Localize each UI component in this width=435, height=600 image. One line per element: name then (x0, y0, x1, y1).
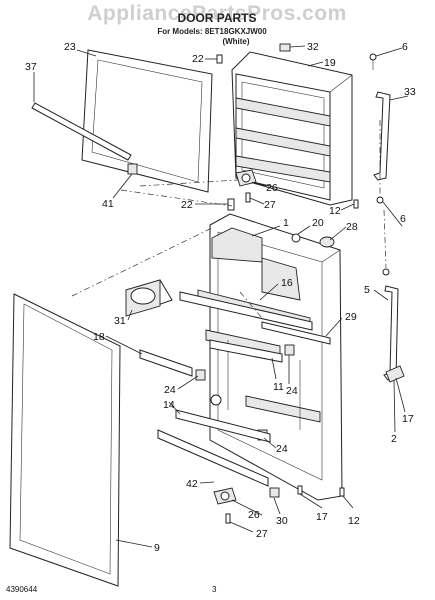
callout-19: 19 (324, 57, 336, 69)
hinge-screw-22-top (216, 54, 223, 64)
callout-9: 9 (154, 542, 160, 554)
hinge-cam-26-bottom (213, 487, 237, 505)
callout-20: 20 (312, 217, 324, 229)
clip-24-b (284, 344, 295, 356)
callout-26-bottom: 26 (248, 509, 260, 521)
callout-27-top: 27 (264, 199, 276, 211)
callout-6-mid: 6 (400, 213, 406, 225)
cap-30 (269, 487, 280, 498)
callout-1: 1 (283, 217, 289, 229)
callout-12-bottom: 12 (348, 515, 360, 527)
page-title: DOOR PARTS (177, 11, 256, 25)
document-number: 4390644 (6, 585, 38, 594)
callout-22-mid: 22 (181, 199, 193, 211)
screw-12-top (353, 199, 359, 209)
callout-42: 42 (186, 478, 198, 490)
callout-41: 41 (102, 198, 114, 210)
shelf-bar-11 (209, 339, 283, 363)
screw-17-bottom (297, 485, 303, 495)
watermark: AppliancePartsPros.com (87, 2, 347, 25)
callout-24-left: 24 (164, 384, 176, 396)
assembly-lines (71, 120, 387, 319)
shelf-bar-16 (179, 291, 313, 331)
callout-14: 14 (163, 399, 175, 411)
shelf-bar-42 (157, 429, 269, 487)
callout-labels: 23 22 32 6 37 19 33 26 41 22 27 12 6 1 2… (25, 41, 416, 554)
callout-17-right: 17 (402, 413, 414, 425)
callout-2: 2 (391, 433, 397, 445)
screw-6-top (369, 53, 377, 70)
model-line: For Models: 8ET18GKXJW00 (157, 27, 267, 36)
callout-31: 31 (114, 315, 126, 327)
screw-27-top (245, 192, 251, 203)
callout-17-bottom: 17 (316, 511, 328, 523)
callout-37: 37 (25, 61, 37, 73)
handle-bracket-2 (385, 365, 405, 383)
freezer-door-liner (231, 51, 353, 206)
callout-11: 11 (273, 381, 284, 393)
color-line: (White) (222, 37, 249, 46)
door-handle-33 (373, 91, 391, 181)
callout-24-bottom: 24 (276, 443, 288, 455)
screw-27-bottom (225, 513, 231, 524)
leader-lines (33, 45, 409, 548)
door-handle-5 (383, 285, 399, 381)
page-number: 3 (212, 585, 217, 594)
shelf-bar-14 (175, 409, 271, 443)
freezer-trim-strip (31, 102, 138, 175)
hinge-cam-26-top (235, 169, 257, 187)
callout-23: 23 (64, 41, 76, 53)
screw-6-lower (382, 268, 390, 276)
fresh-food-door-gasket (9, 293, 121, 587)
shelf-bar-18 (139, 349, 193, 377)
callout-26-top: 26 (266, 182, 278, 194)
clip-24-a (195, 369, 206, 381)
callout-24-right: 24 (286, 385, 298, 397)
callout-16: 16 (281, 277, 293, 289)
callout-5: 5 (364, 284, 370, 296)
dairy-door-31 (125, 279, 173, 317)
screw-12-bottom (339, 487, 345, 497)
screw-22-mid (227, 198, 235, 211)
callout-30: 30 (276, 515, 288, 527)
freezer-door-gasket (81, 49, 213, 193)
hinge-bushing-32 (279, 43, 291, 52)
callout-12-top: 12 (329, 205, 341, 217)
callout-18: 18 (93, 331, 105, 343)
clip-20 (291, 233, 301, 243)
callout-27-bottom: 27 (256, 528, 268, 540)
callout-33: 33 (404, 86, 416, 98)
shelf-bar-29 (261, 321, 331, 345)
callout-29: 29 (345, 311, 357, 323)
callout-28: 28 (346, 221, 358, 233)
callout-6-top: 6 (402, 41, 408, 53)
callout-22-top: 22 (192, 53, 204, 65)
callout-32: 32 (307, 41, 319, 53)
